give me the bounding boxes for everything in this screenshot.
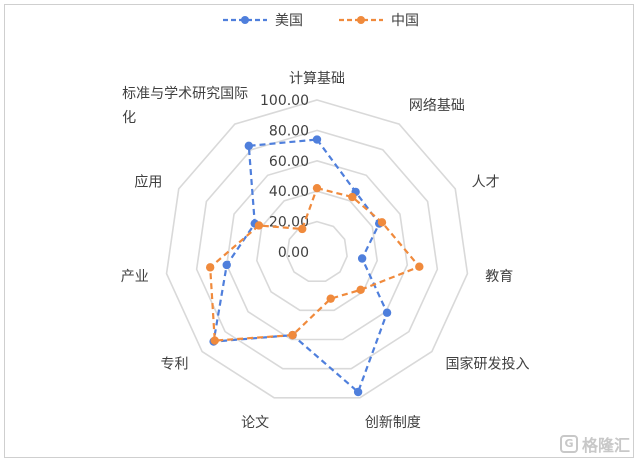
legend-item-us: 美国: [221, 10, 303, 30]
watermark-text: 格隆汇: [581, 436, 630, 455]
watermark-logo-icon: G: [559, 435, 578, 453]
category-label: 专利: [161, 356, 189, 372]
legend-swatch-cn: [339, 16, 383, 24]
series-point-1: [415, 262, 424, 271]
grid-ring: [195, 129, 439, 370]
radial-tick-label: 100.00: [260, 93, 309, 109]
category-label: 计算基础: [289, 70, 345, 87]
series-point-1: [210, 336, 219, 345]
legend: 美国 中国: [0, 10, 640, 30]
legend-item-cn: 中国: [337, 10, 419, 30]
series-point-0: [382, 308, 392, 317]
series-point-0: [357, 254, 367, 263]
series-point-1: [288, 330, 297, 340]
series-point-1: [348, 192, 357, 202]
series-point-1: [205, 263, 215, 272]
series-point-0: [312, 135, 322, 144]
radial-tick-label: 80.00: [269, 123, 309, 139]
series-point-0: [244, 141, 253, 151]
radial-tick-label: 40.00: [269, 184, 309, 200]
legend-label-us: 美国: [275, 13, 303, 29]
chart-frame: [4, 4, 634, 458]
category-label: 人才: [472, 174, 500, 190]
grid-ring: [165, 99, 469, 399]
legend-label-cn: 中国: [391, 13, 419, 29]
category-label: 标准与学术研究国际化: [122, 86, 248, 126]
category-label: 应用: [134, 173, 162, 190]
grid-ring: [225, 159, 409, 341]
category-label: 网络基础: [409, 97, 465, 114]
radial-tick-label: 0.00: [278, 245, 309, 261]
series-point-1: [356, 285, 365, 295]
category-label: 教育: [485, 269, 513, 285]
series-line-1: [209, 186, 422, 342]
legend-swatch-us: [223, 16, 267, 24]
grid-ring: [286, 220, 348, 282]
series-point-1: [312, 183, 322, 193]
series-point-0: [353, 387, 363, 397]
watermark: G 格隆汇: [559, 432, 630, 456]
series-point-1: [326, 294, 335, 303]
radial-tick-label: 60.00: [269, 154, 309, 170]
category-label: 产业: [121, 269, 149, 285]
series-point-0: [222, 260, 231, 270]
series-line-0: [212, 138, 389, 394]
series-point-1: [254, 221, 264, 230]
category-label: 创新制度: [365, 415, 421, 431]
category-label: 论文: [241, 415, 269, 431]
series-point-1: [298, 224, 307, 234]
series-point-1: [377, 218, 387, 227]
category-label: 国家研发投入: [445, 355, 529, 372]
